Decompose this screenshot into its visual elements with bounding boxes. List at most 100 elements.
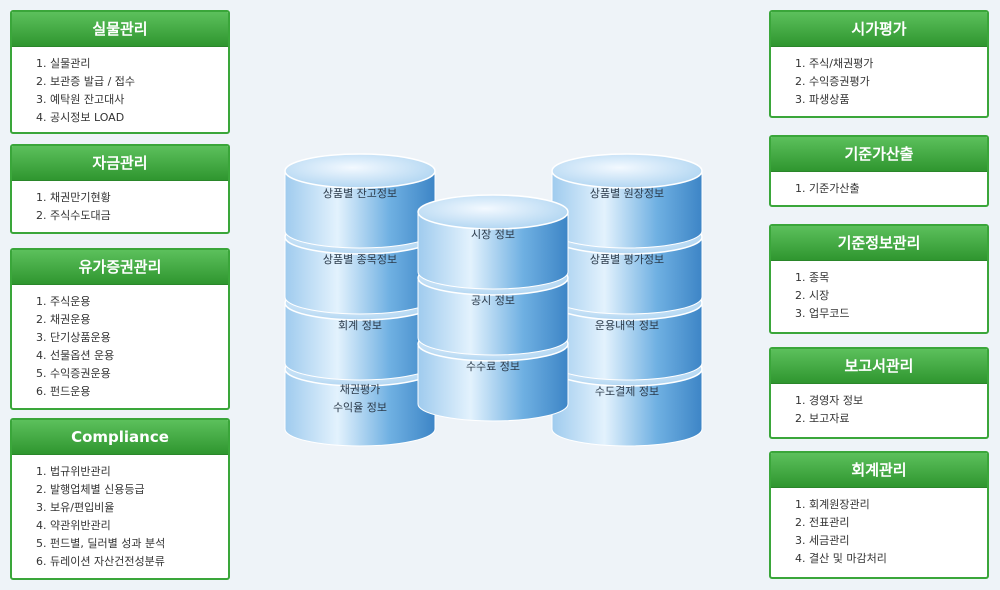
panel-list: 1.주식운용 2.채권운용 3.단기상품운용 4.선물옵션 운용 5.수익증권운… <box>12 285 228 401</box>
cylinder-top <box>417 194 569 230</box>
list-item[interactable]: 1.주식운용 <box>36 295 91 308</box>
cylinder-label: 시장 정보 <box>471 228 515 241</box>
cylinder-label: 상품별 원장정보 <box>590 187 664 200</box>
cylinder-top <box>417 260 569 296</box>
list-item[interactable]: 3.보유/편입비율 <box>36 501 115 514</box>
list-item[interactable]: 1.회계원장관리 <box>795 498 870 511</box>
panel-base-price: 기준가산출 1.기준가산출 <box>769 135 989 207</box>
list-item[interactable]: 4.결산 및 마감처리 <box>795 552 887 565</box>
panel-list: 1.채권만기현황 2.주식수도대금 <box>12 181 228 225</box>
panel-list: 1.경영자 정보 2.보고자료 <box>771 384 987 428</box>
panel-securities: 유가증권관리 1.주식운용 2.채권운용 3.단기상품운용 4.선물옵션 운용 … <box>10 248 230 410</box>
cylinder-top <box>551 219 703 255</box>
list-item[interactable]: 2.보관증 발급 / 접수 <box>36 75 136 88</box>
database-cylinder[interactable]: 상품별 종목정보 <box>284 219 436 315</box>
cylinder-top <box>284 285 436 321</box>
list-item[interactable]: 3.단기상품운용 <box>36 331 111 344</box>
panel-title: 자금관리 <box>12 146 228 181</box>
list-item[interactable]: 1.실물관리 <box>36 57 91 70</box>
cylinder-label: 수익율 정보 <box>333 401 387 414</box>
list-item[interactable]: 2.보고자료 <box>795 412 850 425</box>
cylinder-body <box>417 343 569 422</box>
cylinder-label: 상품별 평가정보 <box>590 253 664 266</box>
list-item[interactable]: 6.펀드운용 <box>36 385 91 398</box>
database-cylinder[interactable]: 수수료 정보 <box>417 326 569 422</box>
panel-title: 시가평가 <box>771 12 987 47</box>
list-item[interactable]: 2.발행업체별 신용등급 <box>36 483 145 496</box>
cylinder-body <box>284 368 436 447</box>
list-item[interactable]: 6.듀레이션 자산건전성분류 <box>36 555 165 568</box>
panel-list: 1.주식/채권평가 2.수익증권평가 3.파생상품 <box>771 47 987 109</box>
cylinder-label: 회계 정보 <box>338 319 382 332</box>
list-item[interactable]: 4.약관위반관리 <box>36 519 111 532</box>
cylinder-top <box>551 285 703 321</box>
cylinder-label: 상품별 종목정보 <box>323 253 397 266</box>
list-item[interactable]: 2.수익증권평가 <box>795 75 870 88</box>
database-cylinder[interactable]: 상품별 잔고정보 <box>284 153 436 249</box>
cylinder-top <box>284 219 436 255</box>
cylinder-top <box>551 153 703 189</box>
panel-title: 보고서관리 <box>771 349 987 384</box>
list-item[interactable]: 3.세금관리 <box>795 534 850 547</box>
panel-title: 기준정보관리 <box>771 226 987 261</box>
panel-title: 실물관리 <box>12 12 228 47</box>
cylinder-body <box>551 368 703 447</box>
list-item[interactable]: 4.선물옵션 운용 <box>36 349 115 362</box>
panel-list: 1.회계원장관리 2.전표관리 3.세금관리 4.결산 및 마감처리 <box>771 488 987 568</box>
list-item[interactable]: 2.시장 <box>795 289 830 302</box>
list-item[interactable]: 5.펀드별, 딜러별 성과 분석 <box>36 537 166 550</box>
panel-reports: 보고서관리 1.경영자 정보 2.보고자료 <box>769 347 989 439</box>
list-item[interactable]: 3.업무코드 <box>795 307 850 320</box>
cylinder-top <box>284 351 436 387</box>
panel-compliance: Compliance 1.법규위반관리 2.발행업체별 신용등급 3.보유/편입… <box>10 418 230 580</box>
list-item[interactable]: 1.종목 <box>795 271 830 284</box>
list-item[interactable]: 2.주식수도대금 <box>36 209 111 222</box>
list-item[interactable]: 1.주식/채권평가 <box>795 57 874 70</box>
cylinder-body <box>551 170 703 249</box>
cylinder-body <box>284 302 436 381</box>
cylinder-label: 상품별 잔고정보 <box>323 187 397 200</box>
panel-title: 기준가산출 <box>771 137 987 172</box>
database-cylinder[interactable]: 상품별 원장정보 <box>551 153 703 249</box>
panel-market-valuation: 시가평가 1.주식/채권평가 2.수익증권평가 3.파생상품 <box>769 10 989 118</box>
database-cylinder[interactable]: 시장 정보 <box>417 194 569 290</box>
list-item[interactable]: 3.예탁원 잔고대사 <box>36 93 125 106</box>
cylinder-body <box>284 170 436 249</box>
panel-title: 회계관리 <box>771 453 987 488</box>
list-item[interactable]: 1.기준가산출 <box>795 182 860 195</box>
cylinder-body <box>417 277 569 356</box>
panel-silmul: 실물관리 1.실물관리 2.보관증 발급 / 접수 3.예탁원 잔고대사 4.공… <box>10 10 230 134</box>
database-cylinder[interactable]: 운용내역 정보 <box>551 285 703 381</box>
list-item[interactable]: 1.채권만기현황 <box>36 191 111 204</box>
panel-title: Compliance <box>12 420 228 455</box>
list-item[interactable]: 5.수익증권운용 <box>36 367 111 380</box>
cylinder-body <box>551 236 703 315</box>
panel-title: 유가증권관리 <box>12 250 228 285</box>
panel-accounting: 회계관리 1.회계원장관리 2.전표관리 3.세금관리 4.결산 및 마감처리 <box>769 451 989 579</box>
cylinder-top <box>417 326 569 362</box>
panel-list: 1.종목 2.시장 3.업무코드 <box>771 261 987 323</box>
database-cylinder[interactable]: 공시 정보 <box>417 260 569 356</box>
list-item[interactable]: 4.공시정보 LOAD <box>36 111 125 124</box>
list-item[interactable]: 3.파생상품 <box>795 93 850 106</box>
list-item[interactable]: 1.경영자 정보 <box>795 394 864 407</box>
cylinder-label: 수도결제 정보 <box>595 385 659 398</box>
database-cylinder[interactable]: 회계 정보 <box>284 285 436 381</box>
list-item[interactable]: 2.전표관리 <box>795 516 850 529</box>
cylinder-top <box>284 153 436 189</box>
list-item[interactable]: 1.법규위반관리 <box>36 465 111 478</box>
cylinder-body <box>551 302 703 381</box>
cylinder-label: 공시 정보 <box>471 294 515 307</box>
cylinder-label: 채권평가 <box>340 383 380 396</box>
cylinder-body <box>284 236 436 315</box>
panel-reference-info: 기준정보관리 1.종목 2.시장 3.업무코드 <box>769 224 989 334</box>
panel-list: 1.실물관리 2.보관증 발급 / 접수 3.예탁원 잔고대사 4.공시정보 L… <box>12 47 228 127</box>
cylinder-label: 운용내역 정보 <box>595 319 659 332</box>
database-cylinder[interactable]: 상품별 평가정보 <box>551 219 703 315</box>
database-cylinder[interactable]: 수도결제 정보 <box>551 351 703 447</box>
list-item[interactable]: 2.채권운용 <box>36 313 91 326</box>
cylinder-top <box>551 351 703 387</box>
panel-fund: 자금관리 1.채권만기현황 2.주식수도대금 <box>10 144 230 234</box>
cylinder-label: 수수료 정보 <box>466 360 520 373</box>
